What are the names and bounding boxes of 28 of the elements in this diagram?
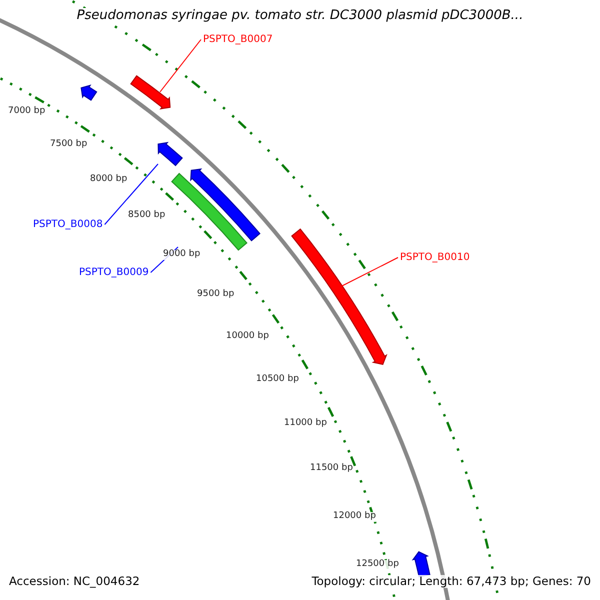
scale-label: 10500 bp xyxy=(256,375,299,385)
gene-label: PSPTO_B0009 xyxy=(79,267,149,278)
scale-label: 10000 bp xyxy=(226,332,269,342)
gene-feature xyxy=(291,228,387,365)
gene-bar xyxy=(171,173,248,251)
scale-label: 11000 bp xyxy=(284,419,327,429)
gene-feature xyxy=(190,168,260,242)
gene-label: PSPTO_B0008 xyxy=(33,219,103,230)
scale-label: 7000 bp xyxy=(8,107,46,117)
map-title: Pseudomonas syringae pv. tomato str. DC3000 plasmid pDC3000B... xyxy=(76,8,524,23)
gene-label: PSPTO_B0007 xyxy=(203,34,273,45)
summary-text: Topology: circular; Length: 67,473 bp; Genes: 70 xyxy=(312,575,591,588)
gene-feature xyxy=(412,551,430,578)
scale-label: 8000 bp xyxy=(90,175,128,185)
gene-label: PSPTO_B0010 xyxy=(400,252,470,263)
accession-text: Accession: NC_004632 xyxy=(9,575,140,588)
gene-feature xyxy=(80,84,98,101)
scale-label: 8500 bp xyxy=(128,211,166,221)
scale-label: 12500 bp xyxy=(356,560,399,570)
scale-label: 9000 bp xyxy=(163,250,200,260)
leader-line xyxy=(104,164,158,225)
gene-feature xyxy=(158,142,183,166)
scale-label: 12000 bp xyxy=(333,512,376,522)
scale-label: 11500 bp xyxy=(310,464,353,474)
scale-label: 9500 bp xyxy=(197,290,234,300)
gene-feature xyxy=(130,75,171,110)
leader-line xyxy=(160,39,202,92)
scale-label: 7500 bp xyxy=(50,140,88,150)
